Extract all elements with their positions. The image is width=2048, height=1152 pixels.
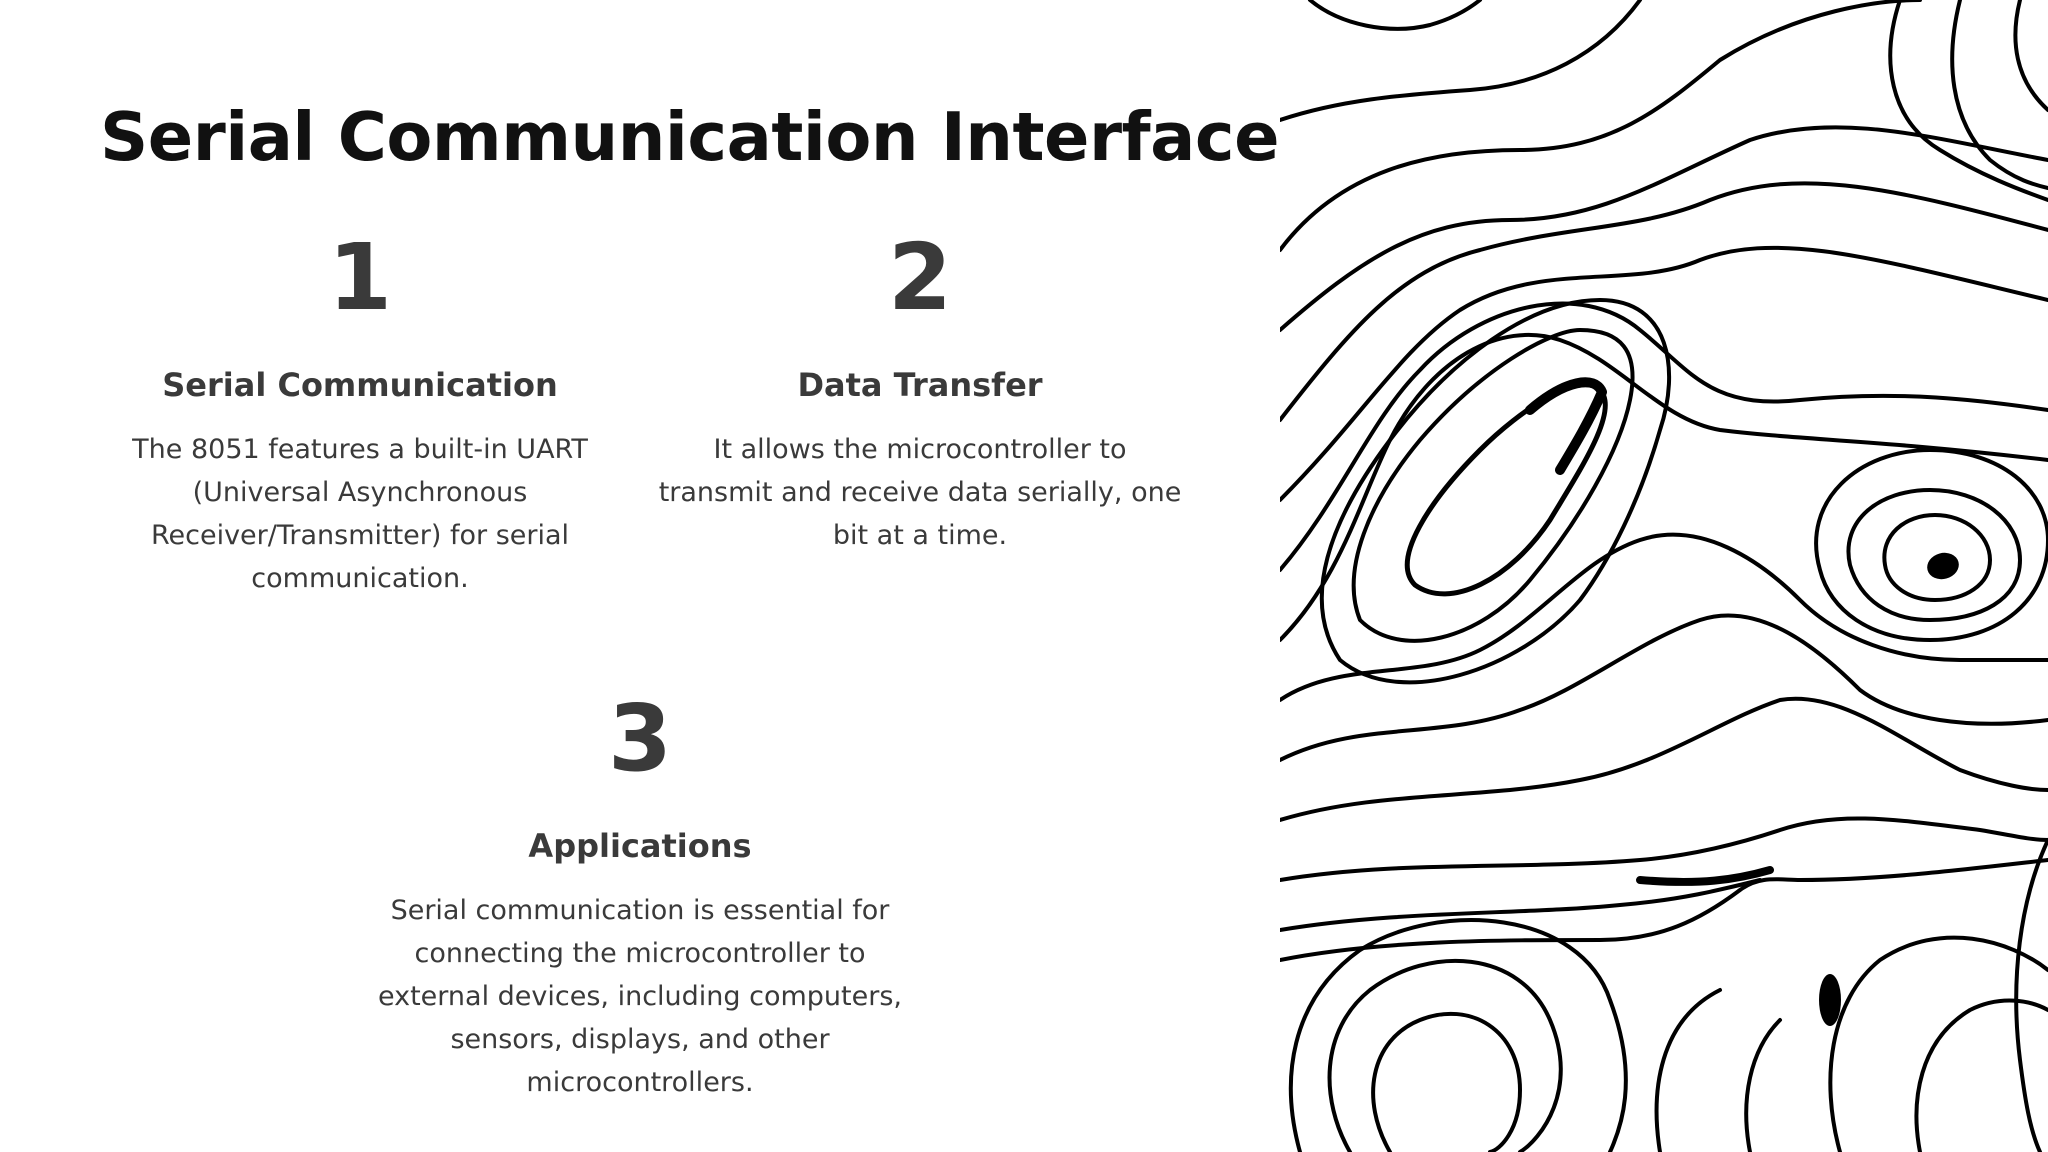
item-number: 2 [887, 224, 952, 331]
item-number: 1 [327, 224, 392, 331]
item-description: Serial communication is essential for co… [377, 895, 902, 1099]
topographic-contour-illustration [1280, 0, 2048, 1152]
item-description: The 8051 features a built-in UART (Unive… [132, 434, 588, 595]
item-heading: Serial Communication [162, 366, 558, 404]
item-heading: Data Transfer [797, 366, 1043, 404]
item-heading: Applications [528, 827, 752, 865]
item-description: It allows the microcontroller to transmi… [658, 434, 1182, 552]
item-number: 3 [607, 685, 672, 792]
feature-item-3: 3 Applications Serial communication is e… [375, 693, 905, 1104]
slide-title: Serial Communication Interface [100, 98, 1280, 176]
feature-item-1: 1 Serial Communication The 8051 features… [115, 232, 605, 600]
feature-item-2: 2 Data Transfer It allows the microcontr… [655, 232, 1185, 557]
